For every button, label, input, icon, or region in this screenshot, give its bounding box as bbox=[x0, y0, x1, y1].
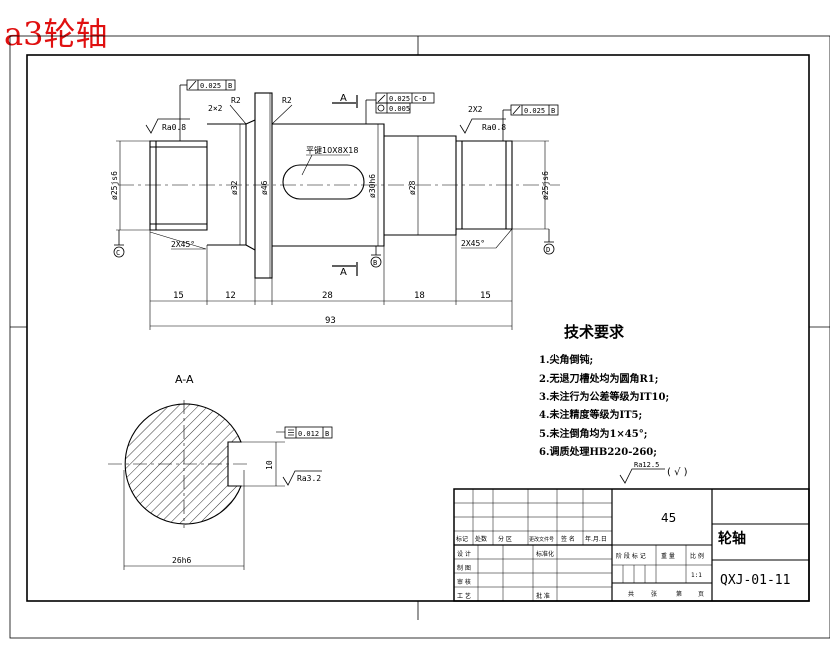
tb-header-3: 分 区 bbox=[498, 535, 512, 543]
tol-right-datum: B bbox=[551, 107, 555, 115]
tol-left-datum: B bbox=[228, 82, 232, 90]
tb-row-process: 工 艺 bbox=[457, 592, 471, 600]
chamfer-right-top: 2X2 bbox=[468, 105, 483, 114]
tol-center-cylindricity: 0.005 bbox=[389, 105, 410, 113]
tol-center-runout: 0.025 bbox=[389, 95, 410, 103]
fillet-right: R2 bbox=[282, 96, 292, 105]
tolerance-frame-left bbox=[179, 79, 236, 141]
keyway-label: 平键10X8X18 bbox=[306, 145, 358, 155]
tb-header-6: 年.月.日 bbox=[585, 535, 607, 543]
chamfer-left-bottom: 2X45° bbox=[171, 240, 195, 249]
tol-left-value: 0.025 bbox=[200, 82, 221, 90]
sheet-border bbox=[9, 35, 830, 639]
section-mark-bottom: A bbox=[340, 267, 347, 278]
len-dim-2: 12 bbox=[225, 291, 236, 301]
chamfer-right-bottom: 2X45° bbox=[461, 239, 485, 248]
tb-drawing-no: QXJ-01-11 bbox=[720, 573, 790, 588]
tolerance-frame-center bbox=[365, 92, 435, 124]
tb-sheet-no: 第 bbox=[676, 590, 682, 598]
roughness-left: Ra0.8 bbox=[162, 123, 186, 132]
tb-sheet-unit: 张 bbox=[651, 590, 657, 598]
tb-row-check: 审 核 bbox=[457, 578, 471, 586]
dia-left-step: ø32 bbox=[230, 180, 239, 195]
tb-header-1: 标记 bbox=[456, 535, 468, 543]
tb-part-name: 轮轴 bbox=[718, 530, 746, 547]
tb-scale: 1:1 bbox=[691, 572, 702, 579]
tech-title: 技术要求 bbox=[564, 323, 625, 341]
datum-markers bbox=[113, 229, 555, 268]
dia-right-step: ø28 bbox=[408, 180, 417, 195]
tech-item-6: 6.调质处理HB220-260; bbox=[539, 445, 657, 458]
tb-weight-label: 重 量 bbox=[661, 552, 675, 560]
tech-item-1: 1.尖角倒钝; bbox=[539, 353, 593, 366]
length-dimensions bbox=[149, 229, 513, 330]
dia-right-end: ø25js6 bbox=[541, 171, 550, 200]
dia-middle: ø30h6 bbox=[368, 174, 377, 198]
tech-item-5: 5.未注倒角均为1×45°; bbox=[539, 427, 647, 440]
section-cut-marks bbox=[332, 95, 358, 276]
roughness-right: Ra0.8 bbox=[482, 123, 506, 132]
tb-header-4: 更改文件号 bbox=[529, 536, 554, 543]
tech-item-4: 4.未注精度等级为IT5; bbox=[539, 408, 642, 421]
datum-middle: B bbox=[373, 259, 377, 267]
roughness-general: Ra12.5 bbox=[634, 461, 659, 469]
diameter-dimensions bbox=[116, 93, 549, 278]
overall-length: 93 bbox=[325, 316, 336, 326]
len-dim-5: 15 bbox=[480, 291, 491, 301]
tol-right-value: 0.025 bbox=[524, 107, 545, 115]
tb-sheet-total: 共 bbox=[628, 590, 634, 598]
shaft-main-view bbox=[118, 92, 560, 279]
tb-header-2: 处数 bbox=[475, 535, 487, 543]
chamfer-left-top: 2×2 bbox=[208, 104, 223, 113]
overlay-title: a3轮轴 bbox=[4, 15, 108, 53]
tb-sheet-page: 页 bbox=[698, 591, 704, 598]
section-title: A-A bbox=[175, 373, 194, 386]
len-dim-4: 18 bbox=[414, 291, 425, 301]
tol-section-datum: B bbox=[325, 430, 329, 438]
dia-collar: ø46 bbox=[260, 180, 269, 195]
section-dia: 26h6 bbox=[172, 556, 191, 565]
tb-scale-label: 比 例 bbox=[690, 552, 704, 560]
tb-stage-label: 阶 段 标 记 bbox=[616, 552, 646, 560]
section-mark-top: A bbox=[340, 93, 347, 104]
roughness-symbols bbox=[145, 118, 665, 486]
tech-item-2: 2.无退刀槽处均为圆角R1; bbox=[539, 372, 658, 385]
tolerance-frame-right bbox=[502, 104, 559, 141]
len-dim-3: 28 bbox=[322, 291, 333, 301]
tb-header-5: 签 名 bbox=[561, 535, 575, 543]
roughness-section: Ra3.2 bbox=[297, 474, 321, 483]
tol-section-value: 0.012 bbox=[298, 430, 319, 438]
fillet-left: R2 bbox=[231, 96, 241, 105]
section-key-depth: 10 bbox=[265, 460, 274, 470]
datum-left: C bbox=[116, 249, 120, 257]
tb-row-design: 设 计 bbox=[457, 550, 471, 558]
title-block bbox=[453, 488, 810, 602]
tb-row-approve: 批 准 bbox=[536, 592, 550, 600]
dia-left-end: ø25js6 bbox=[110, 171, 119, 200]
tol-center-datum: C-D bbox=[414, 95, 427, 103]
len-dim-1: 15 bbox=[173, 291, 184, 301]
tech-item-3: 3.未注行为公差等级为IT10; bbox=[539, 390, 669, 403]
tb-material: 45 bbox=[661, 511, 676, 525]
roughness-general-paren: ( √ ) bbox=[667, 467, 688, 478]
tb-row-standard: 标准化 bbox=[536, 550, 554, 558]
datum-right: D bbox=[546, 246, 550, 254]
section-view bbox=[108, 400, 333, 570]
tb-row-draw: 制 图 bbox=[457, 564, 471, 572]
